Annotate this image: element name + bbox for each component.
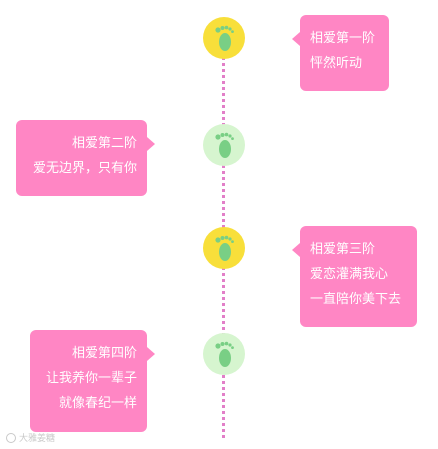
stage-4-node: [203, 333, 245, 375]
stage-4-card: 相爱第四阶 让我养你一辈子 就像春纪一样: [30, 330, 155, 432]
stage-4-line-2: 就像春纪一样: [58, 396, 137, 411]
watermark-text: 大雅姜糖: [19, 434, 56, 444]
footprint-icon: [215, 341, 234, 367]
stage-4-line-1: 让我养你一辈子: [45, 371, 137, 386]
stage-3-title: 相爱第三阶: [310, 242, 376, 257]
stage-2-title: 相爱第二阶: [71, 136, 137, 151]
watermark: 大雅姜糖: [6, 431, 55, 444]
stage-3-line-2: 一直陪你美下去: [310, 292, 402, 307]
stage-4-title: 相爱第四阶: [71, 346, 137, 361]
stage-1-title: 相爱第一阶: [310, 31, 376, 46]
stage-2-card: 相爱第二阶 爱无边界，只有你: [16, 120, 155, 196]
footprint-icon: [215, 132, 234, 158]
stage-1-card: 相爱第一阶 怦然听动: [292, 15, 389, 91]
stage-3-node: [203, 227, 245, 269]
stage-2-line-1: 爱无边界，只有你: [32, 161, 137, 176]
stage-1-node: [203, 17, 245, 59]
watermark-logo-icon: [6, 432, 16, 443]
stage-3-line-1: 爱恋灌满我心: [310, 267, 389, 282]
stage-3-card: 相爱第三阶 爱恋灌满我心 一直陪你美下去: [292, 226, 417, 327]
stage-2-node: [203, 124, 245, 166]
footprint-icon: [215, 25, 234, 51]
stage-1-line-1: 怦然听动: [310, 56, 363, 71]
footprint-icon: [215, 235, 234, 261]
